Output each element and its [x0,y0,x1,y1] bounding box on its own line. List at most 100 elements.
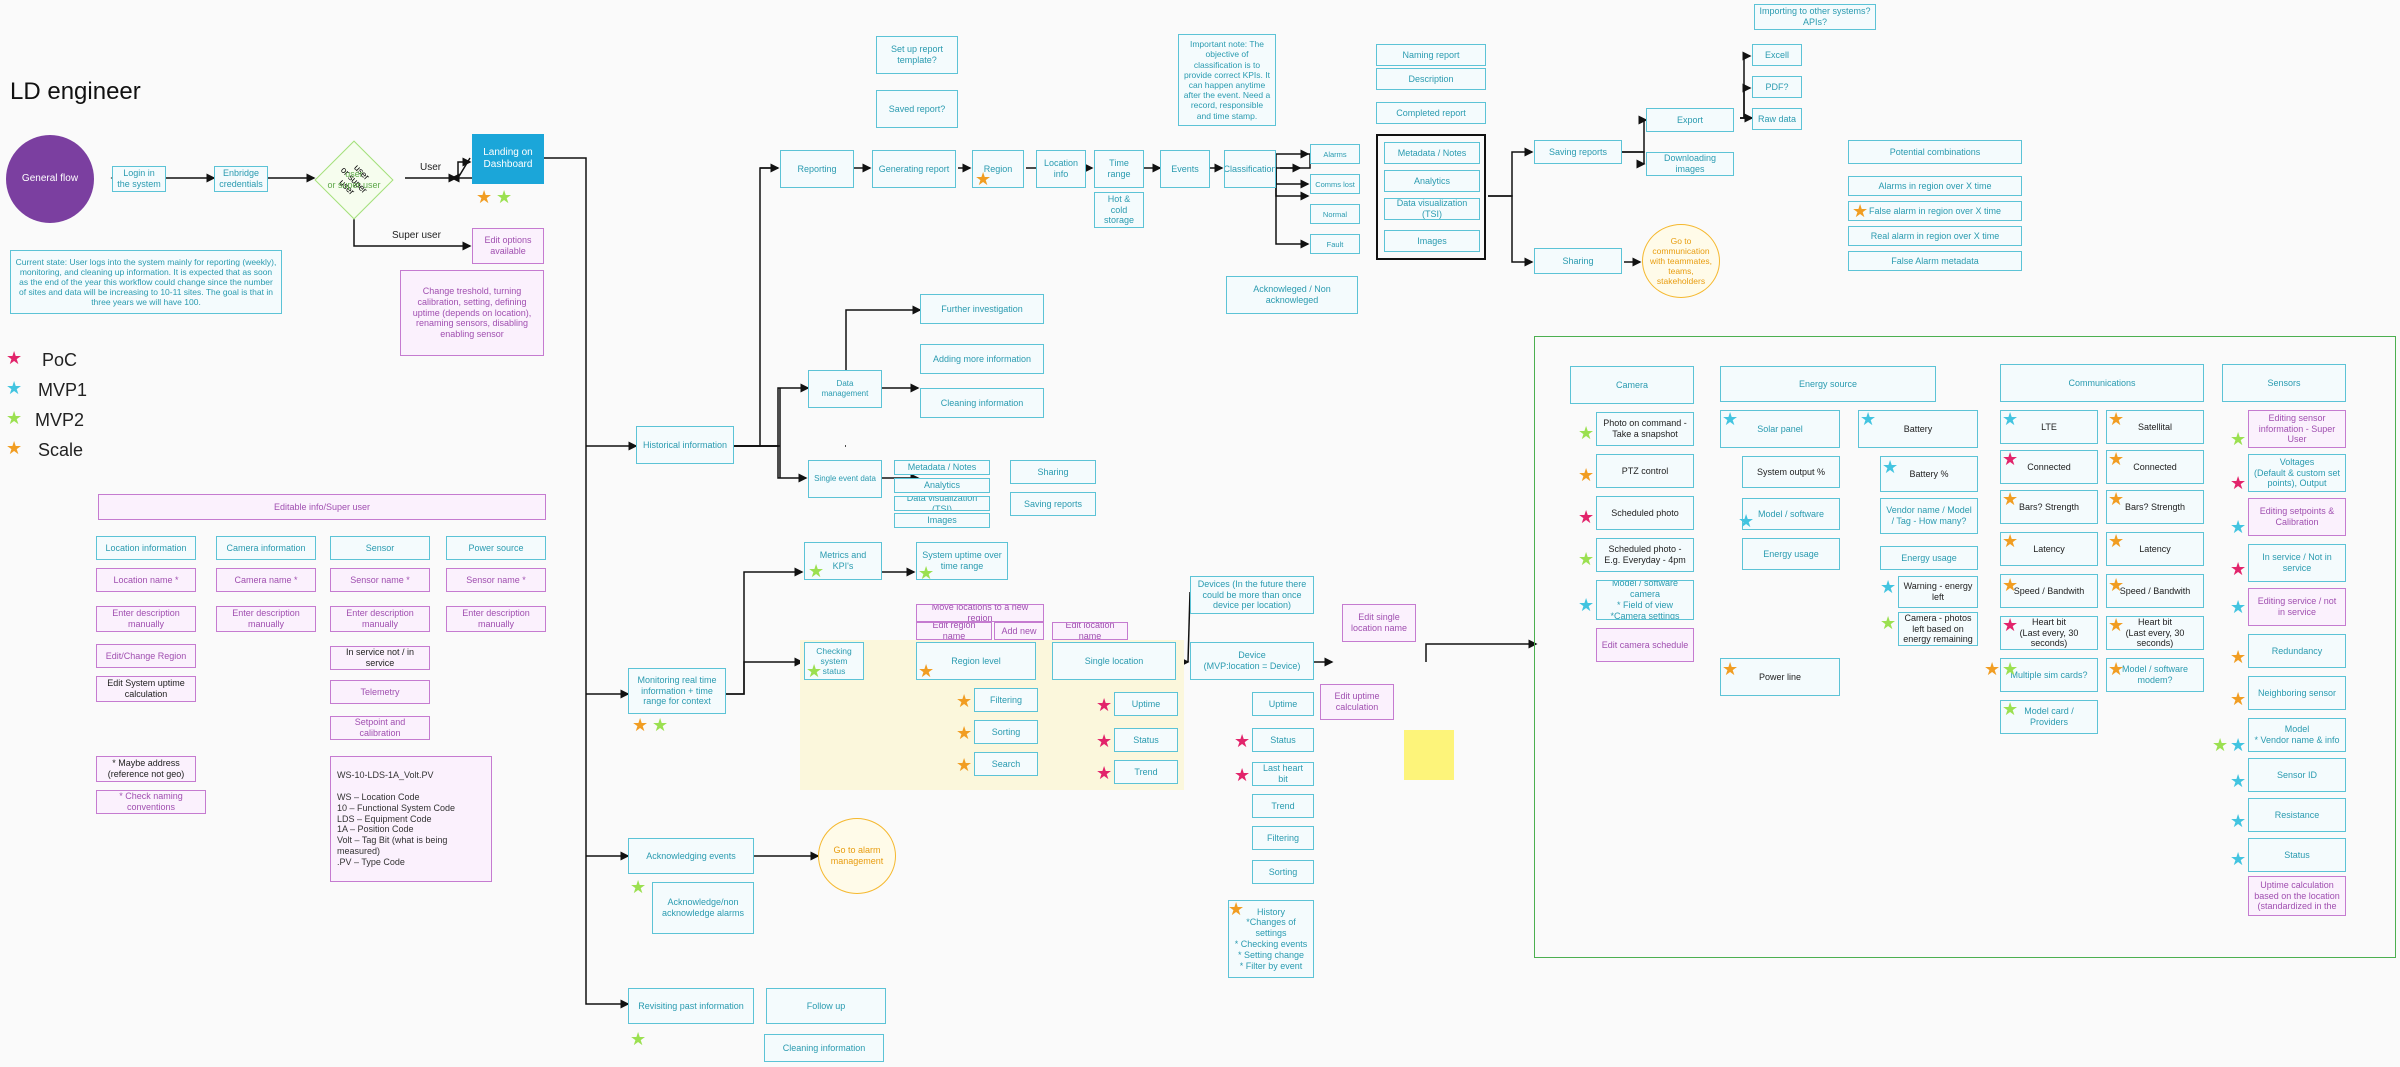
sensor-item: Voltages (Default & custom set points), … [2248,454,2346,492]
scale-star-icon: ★ [956,755,973,775]
filtering-node: Filtering [974,688,1038,712]
mvp2-star-icon: ★ [6,408,23,428]
power-source-header: Power source [446,536,546,560]
camera-item: PTZ control [1596,454,1694,488]
report-images-node: Images [1384,230,1480,252]
power-description-field: Enter description manually [446,606,546,632]
acknowledged-node: Acknowleged / Non acknowleged [1226,276,1358,314]
camera-item: Scheduled photo [1596,496,1694,530]
scale-star-icon: ★ [1578,465,1595,485]
mvp2-star-icon: ★ [630,1029,647,1049]
region-level-node: Region level [916,642,1036,680]
acknowledging-events-node: Acknowledging events [628,838,754,874]
device-last-heartbit-node: Last heart bit [1252,762,1314,786]
mvp2-star-icon: ★ [1578,549,1595,569]
lte-speed-node: Speed / Bandwith [2000,574,2098,608]
naming-code-note: WS-10-LDS-1A_Volt.PV WS – Location Code … [330,756,492,882]
lte-heartbit-node: Heart bit (Last every, 30 seconds) [2000,616,2098,650]
sat-latency-node: Latency [2106,532,2204,566]
scale-star-icon: ★ [1984,659,2001,679]
cleaning-info-node: Cleaning information [920,388,1044,418]
lte-bars-node: Bars? Strength [2000,490,2098,524]
report-contents-frame [1376,134,1486,260]
location-description-field: Enter description manually [96,606,196,632]
camera-item: Model / software camera * Field of view … [1596,580,1694,620]
sat-bars-node: Bars? Strength [2106,490,2204,524]
se-metadata-node: Metadata / Notes [894,460,990,475]
mvp2-star-icon: ★ [1578,423,1595,443]
report-analytics-node: Analytics [1384,170,1480,192]
metrics-kpi-node: Metrics and KPI's [804,542,882,580]
mvp1-star-icon: ★ [6,378,23,398]
add-new-node: Add new [994,622,1044,640]
poc-star-icon: ★ [1096,695,1113,715]
status-node: Status [1114,728,1178,752]
scale-star-icon: ★ [918,661,935,681]
scale-star-icon: ★ [632,715,649,735]
mvp1-star-icon: ★ [1738,511,1755,531]
power-line-node: Power line [1720,658,1840,696]
scale-star-icon: ★ [2002,489,2019,509]
ack-alarms-node: Acknowledge/non acknowledge alarms [652,882,754,934]
historical-info-node: Historical information [636,426,734,464]
uptime-node: Uptime [1114,692,1178,716]
setpoint-field: Setpoint and calibration [330,716,430,740]
location-info-node: Location info [1036,150,1086,188]
poc-star-icon: ★ [1234,765,1251,785]
reporting-node: Reporting [780,150,854,188]
search-node: Search [974,752,1038,776]
sensor-item: Uptime calculation based on the location… [2248,876,2346,916]
battery-node: Battery [1858,410,1978,448]
edit-region-field: Edit/Change Region [96,644,196,668]
legend-mvp1-label: MVP1 [38,380,88,400]
mvp1-star-icon: ★ [2230,771,2247,791]
check-naming-note: * Check naming conventions [96,790,206,814]
device-sorting-node: Sorting [1252,860,1314,884]
general-flow-circle: General flow [6,135,94,223]
se-images-node: Images [894,513,990,528]
scale-star-icon: ★ [2108,409,2125,429]
events-node: Events [1160,150,1210,188]
mvp2-star-icon: ★ [630,877,647,897]
sat-connected-node: Connected [2106,450,2204,484]
mvp2-star-icon: ★ [1880,613,1897,633]
revisiting-node: Revisiting past information [628,988,754,1024]
location-info-header: Location information [96,536,196,560]
single-event-data-node: Single event data [808,460,882,498]
super-user-branch-label: Super user [392,230,441,241]
sensor-item: Editing service / not in service [2248,588,2346,626]
warning-energy-node: Warning - energy left [1898,576,1978,608]
scale-star-icon: ★ [2108,489,2125,509]
mvp1-star-icon: ★ [2230,597,2247,617]
checking-status-node: Checking system status [804,642,864,680]
data-management-node: Data management [808,370,882,408]
edit-uptime-field: Edit System uptime calculation [96,676,196,702]
sensor-item: Sensor ID [2248,758,2346,792]
scale-star-icon: ★ [2002,531,2019,551]
poc-star-icon: ★ [2002,615,2019,635]
edit-uptime-calc-node: Edit uptime calculation [1320,684,1394,720]
poc-star-icon: ★ [2002,449,2019,469]
mvp1-star-icon: ★ [1722,409,1739,429]
energy-usage-node: Energy usage [1742,538,1840,570]
completed-report-node: Completed report [1376,102,1486,124]
mvp1-star-icon: ★ [1578,595,1595,615]
normal-node: Normal [1310,204,1360,224]
mvp2-star-icon: ★ [2230,429,2247,449]
move-locations-node: Move locations to a new region [916,604,1044,622]
combination-item: False alarm in region over X time [1848,201,2022,221]
setup-template-node: Set up report template? [876,36,958,74]
edit-options-node: Edit options available [472,228,544,264]
camera-header: Camera [1570,366,1694,404]
importing-node: Importing to other systems? APIs? [1754,4,1876,30]
scale-star-icon: ★ [956,691,973,711]
further-investigation-node: Further investigation [920,294,1044,324]
export-node: Export [1646,108,1734,132]
mvp1-star-icon: ★ [2230,735,2247,755]
fault-node: Fault [1310,234,1360,254]
mvp1-star-icon: ★ [2230,849,2247,869]
mvp2-star-icon: ★ [2002,659,2019,679]
sat-speed-node: Speed / Bandwith [2106,574,2204,608]
mvp1-star-icon: ★ [2230,517,2247,537]
go-to-communication-node: Go to communication with teammates, team… [1642,224,1720,298]
